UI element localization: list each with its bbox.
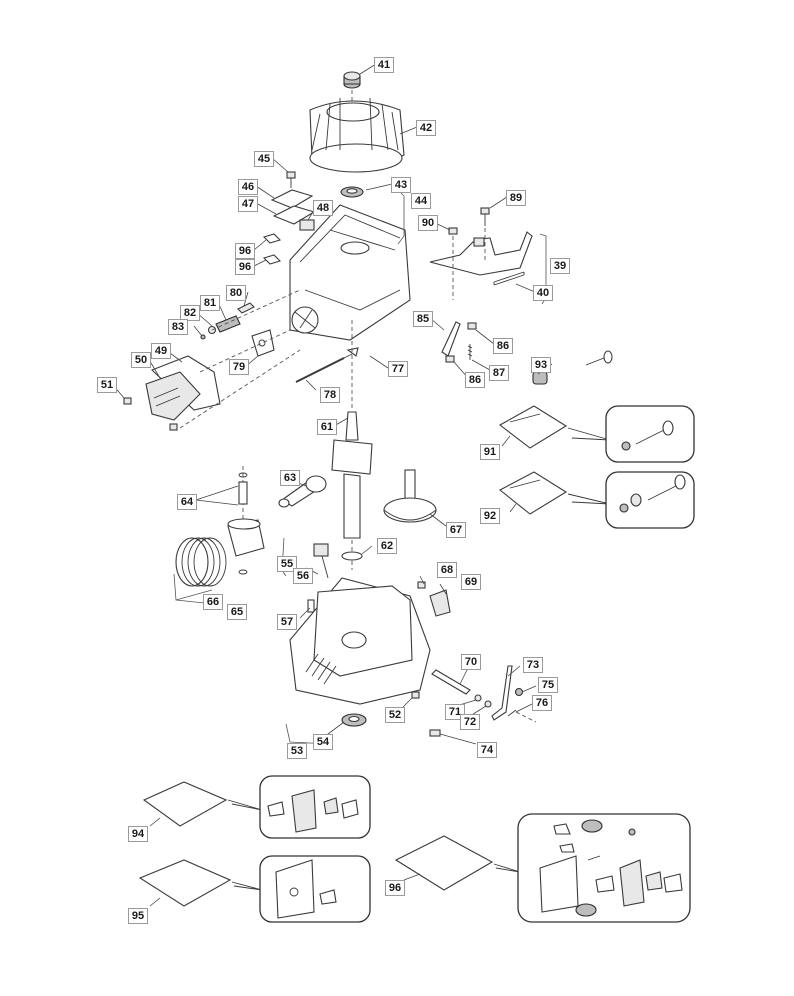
label-55: 55 bbox=[277, 556, 297, 572]
label-57: 57 bbox=[277, 614, 297, 630]
label-56: 56 bbox=[293, 568, 313, 584]
label-91: 91 bbox=[480, 444, 500, 460]
label-70: 70 bbox=[461, 654, 481, 670]
label-83: 83 bbox=[168, 319, 188, 335]
kit-92 bbox=[499, 471, 695, 529]
label-40: 40 bbox=[533, 285, 553, 301]
label-72: 72 bbox=[460, 714, 480, 730]
label-93: 93 bbox=[531, 357, 551, 373]
label-82: 82 bbox=[180, 305, 200, 321]
label-73: 73 bbox=[523, 657, 543, 673]
label-46: 46 bbox=[238, 179, 258, 195]
label-74: 74 bbox=[477, 742, 497, 758]
label-86-upper: 86 bbox=[493, 338, 513, 354]
label-85: 85 bbox=[413, 311, 433, 327]
kit-94 bbox=[142, 775, 371, 839]
label-96-lower: 96 bbox=[235, 259, 255, 275]
label-66: 66 bbox=[203, 594, 223, 610]
label-96-upper: 96 bbox=[235, 243, 255, 259]
label-41: 41 bbox=[374, 57, 394, 73]
kit-91 bbox=[499, 405, 695, 463]
label-42: 42 bbox=[416, 120, 436, 136]
label-43: 43 bbox=[391, 177, 411, 193]
label-86-lower: 86 bbox=[465, 372, 485, 388]
label-92: 92 bbox=[480, 508, 500, 524]
part-67-camshaft bbox=[383, 469, 437, 523]
label-96-kit: 96 bbox=[385, 880, 405, 896]
label-45: 45 bbox=[254, 151, 274, 167]
label-39: 39 bbox=[550, 258, 570, 274]
label-51: 51 bbox=[97, 377, 117, 393]
label-79: 79 bbox=[229, 359, 249, 375]
label-44: 44 bbox=[411, 193, 431, 209]
label-49: 49 bbox=[151, 343, 171, 359]
label-75: 75 bbox=[538, 677, 558, 693]
part-44-crankcase bbox=[289, 204, 411, 341]
label-64: 64 bbox=[177, 494, 197, 510]
kit-96 bbox=[394, 813, 691, 923]
label-90: 90 bbox=[418, 215, 438, 231]
part-42-flywheel bbox=[309, 97, 405, 173]
part-61-crankshaft bbox=[331, 320, 373, 570]
label-50: 50 bbox=[131, 352, 151, 368]
label-63: 63 bbox=[280, 470, 300, 486]
label-94: 94 bbox=[128, 826, 148, 842]
label-61: 61 bbox=[317, 419, 337, 435]
label-89: 89 bbox=[506, 190, 526, 206]
label-76: 76 bbox=[532, 695, 552, 711]
part-53-crankcase-cover bbox=[289, 577, 431, 705]
label-52: 52 bbox=[385, 707, 405, 723]
label-54: 54 bbox=[313, 734, 333, 750]
label-69: 69 bbox=[461, 574, 481, 590]
label-65: 65 bbox=[227, 604, 247, 620]
part-41-flywheel-nut bbox=[343, 71, 361, 89]
kit-95 bbox=[138, 855, 371, 923]
label-95: 95 bbox=[128, 908, 148, 924]
label-81: 81 bbox=[200, 295, 220, 311]
label-47: 47 bbox=[238, 196, 258, 212]
label-68: 68 bbox=[437, 562, 457, 578]
label-53: 53 bbox=[287, 743, 307, 759]
label-87: 87 bbox=[489, 365, 509, 381]
label-80: 80 bbox=[226, 285, 246, 301]
label-77: 77 bbox=[388, 361, 408, 377]
part-39-control-bracket bbox=[429, 231, 533, 276]
label-62: 62 bbox=[377, 538, 397, 554]
label-78: 78 bbox=[320, 387, 340, 403]
label-48: 48 bbox=[313, 200, 333, 216]
label-67: 67 bbox=[446, 522, 466, 538]
